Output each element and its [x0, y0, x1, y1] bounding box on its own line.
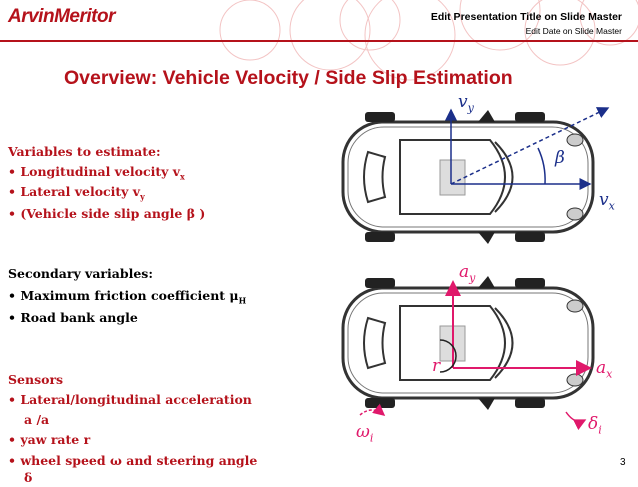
- secondary-item-bank: • Road bank angle: [8, 310, 138, 325]
- label-omega: ωi: [356, 422, 374, 445]
- secondary-heading: Secondary variables:: [8, 266, 153, 281]
- label-vy: vy: [458, 92, 474, 115]
- sensors-item-accel: • Lateral/longitudinal acceleration: [8, 392, 252, 407]
- beta-arc: [537, 147, 546, 185]
- estimate-heading: Variables to estimate:: [8, 144, 161, 159]
- bottom-car: [341, 276, 595, 410]
- steering-angle-arc: [565, 411, 587, 431]
- label-r: r: [432, 356, 441, 376]
- label-ax: ax: [596, 358, 613, 381]
- label-delta: δi: [588, 414, 602, 437]
- velocity-vector: [450, 107, 610, 185]
- page-number: 3: [620, 457, 626, 468]
- label-beta: β: [555, 148, 565, 168]
- presentation-title: Edit Presentation Title on Slide Master: [430, 11, 622, 23]
- secondary-item-friction: • Maximum friction coefficient μH: [8, 288, 247, 306]
- sensors-item-accel-symbols: a /a: [24, 412, 50, 427]
- header-divider: [0, 40, 638, 42]
- wheel-speed-arc: [359, 403, 386, 416]
- sensors-item-yaw: • yaw rate r: [8, 432, 91, 447]
- estimate-item-lateral: • Lateral velocity vy: [8, 184, 145, 202]
- estimate-item-slip: • (Vehicle side slip angle β ): [8, 206, 206, 221]
- company-logo: ArvinMeritor: [8, 6, 115, 27]
- label-ay: ay: [459, 262, 476, 285]
- sensors-item-wheel: • wheel speed ω and steering angle: [8, 453, 258, 468]
- top-car: [341, 110, 595, 244]
- presentation-date: Edit Date on Slide Master: [525, 26, 622, 36]
- label-vx: vx: [599, 190, 615, 213]
- sensors-heading: Sensors: [8, 372, 64, 387]
- yaw-rate-arc: [439, 339, 457, 373]
- slide-title: Overview: Vehicle Velocity / Side Slip E…: [64, 67, 513, 89]
- estimate-item-longitudinal: • Longitudinal velocity vx: [8, 164, 185, 182]
